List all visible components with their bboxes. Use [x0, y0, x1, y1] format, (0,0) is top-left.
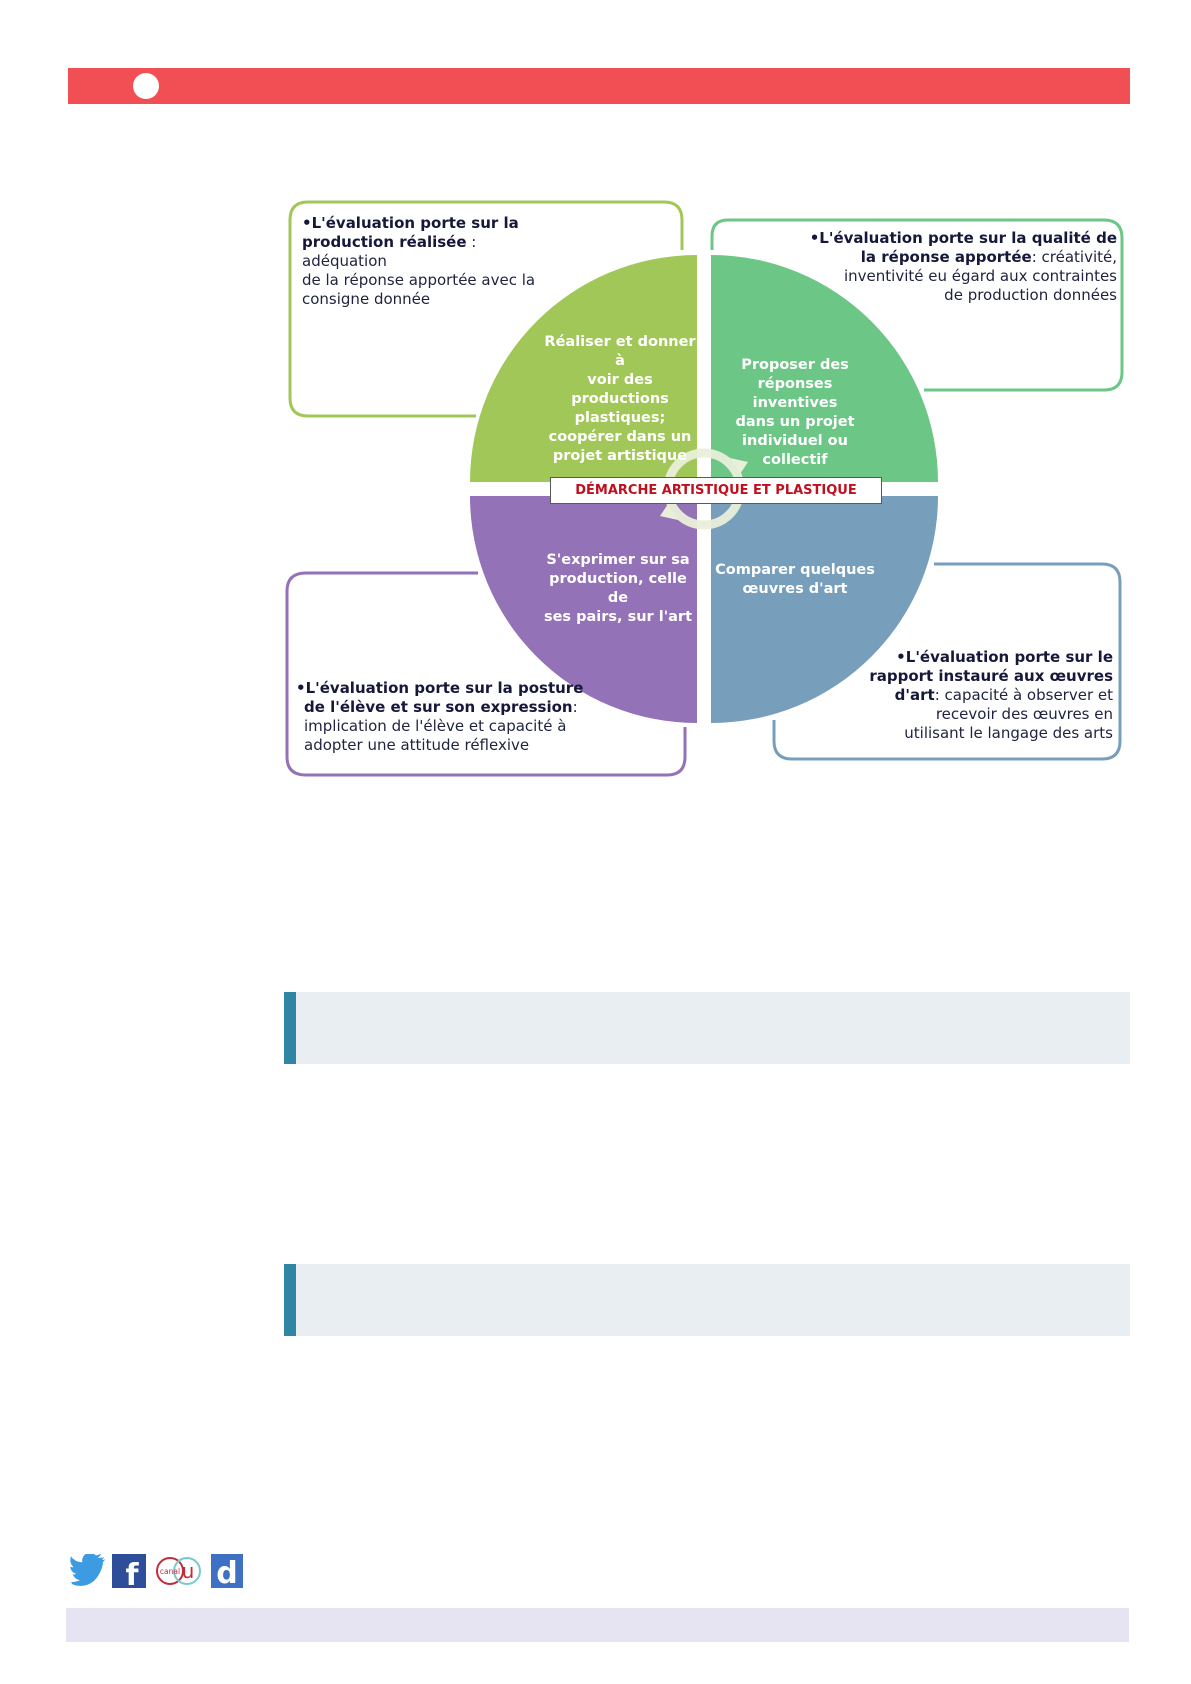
quadrant-line: S'exprimer sur sa	[546, 552, 690, 568]
note-text: de production données	[944, 286, 1117, 304]
note-text: utilisant le langage des arts	[904, 724, 1113, 742]
note-bold: d'art	[894, 686, 935, 704]
note-bottom-left: •L'évaluation porte sur la posture de l'…	[296, 679, 596, 755]
quadrant-line: Réaliser et donner à	[544, 334, 696, 369]
note-top-right: •L'évaluation porte sur la qualité de la…	[760, 229, 1117, 305]
note-text: inventivité eu égard aux contraintes	[843, 267, 1117, 285]
dailymotion-letter: d	[216, 1556, 237, 1588]
quadrant-line: Proposer des	[741, 357, 849, 373]
note-text: de la réponse apportée avec la	[302, 271, 536, 289]
center-title: DÉMARCHE ARTISTIQUE ET PLASTIQUE	[575, 483, 857, 498]
quadrant-line: projet artistique	[552, 448, 688, 464]
note-text: :	[572, 698, 578, 716]
quadrant-line: production, celle de	[549, 571, 687, 606]
quadrant-line: dans un projet	[735, 414, 855, 430]
twitter-icon[interactable]	[68, 1552, 106, 1590]
note-bold: la réponse apportée	[860, 248, 1032, 266]
facebook-letter: f	[125, 1558, 139, 1588]
quadrant-line: réponses inventives	[752, 376, 838, 411]
facebook-icon[interactable]: f	[112, 1554, 146, 1593]
canal-u-icon[interactable]: canal u	[154, 1554, 204, 1590]
note-bold: •L'évaluation porte sur la qualité de	[809, 229, 1117, 247]
note-bottom-right: •L'évaluation porte sur le rapport insta…	[860, 648, 1113, 743]
quadrant-label-bottom-left: S'exprimer sur sa production, celle de s…	[538, 551, 698, 627]
cycle-arrow-top	[730, 458, 748, 474]
diagram-graphics	[285, 200, 1124, 777]
quadrant-line: plastiques;	[574, 410, 666, 426]
canal-text: canal	[160, 1567, 180, 1576]
quadrant-line: collectif	[762, 452, 828, 468]
header-bar	[68, 68, 1130, 104]
canal-u-letter: u	[182, 1559, 195, 1583]
quadrant-line: individuel ou	[742, 433, 848, 449]
note-text: : créativité,	[1031, 248, 1117, 266]
callout-accent	[284, 1264, 296, 1336]
callout-frame-top-left	[288, 200, 684, 418]
dailymotion-icon[interactable]: d	[211, 1554, 243, 1591]
quadrant-line: coopérer dans un	[548, 429, 692, 445]
footer-bar	[66, 1608, 1129, 1642]
callout-accent	[284, 992, 296, 1064]
callout-frame-bottom-left	[285, 571, 687, 777]
quadrant-line: voir des	[587, 372, 653, 388]
note-text: adopter une attitude réflexive	[304, 736, 530, 754]
quadrant-top-left	[470, 255, 697, 482]
note-text: recevoir des œuvres en	[935, 705, 1113, 723]
note-text: implication de l'élève et capacité à	[304, 717, 567, 735]
quadrant-line: ses pairs, sur l'art	[543, 609, 693, 625]
quadrant-label-top-right: Proposer des réponses inventives dans un…	[715, 356, 875, 470]
note-bold: production réalisée	[302, 233, 467, 251]
callout-frame-bottom-right	[772, 562, 1122, 761]
header-dot	[133, 73, 159, 99]
callout-block-1	[284, 992, 1130, 1064]
note-text: consigne donnée	[302, 290, 431, 308]
quadrant-line: productions	[571, 391, 669, 407]
quadrant-bottom-right	[711, 496, 938, 723]
note-text: : capacité à observer et	[934, 686, 1113, 704]
quadrant-top-right	[711, 255, 938, 482]
callout-frame-top-right	[710, 218, 1124, 392]
note-bold: de l'élève et sur son expression	[304, 698, 573, 716]
cycle-arrow-bottom	[660, 504, 678, 520]
quadrant-line: Comparer quelques	[715, 562, 875, 578]
demarche-diagram: Réaliser et donner à voir des production…	[285, 200, 1124, 777]
quadrant-bottom-left	[470, 496, 697, 723]
note-bold: rapport instauré aux œuvres	[869, 667, 1113, 685]
note-top-left: •L'évaluation porte sur la production ré…	[302, 214, 562, 309]
quadrant-label-top-left: Réaliser et donner à voir des production…	[540, 333, 700, 466]
note-bold: •L'évaluation porte sur le	[896, 648, 1113, 666]
note-bold: •L'évaluation porte sur la	[302, 214, 519, 232]
quadrant-line: œuvres d'art	[742, 581, 848, 597]
note-text: : adéquation	[302, 233, 477, 270]
note-bold: •L'évaluation porte sur la posture	[296, 679, 584, 697]
callout-block-2	[284, 1264, 1130, 1336]
center-title-banner: DÉMARCHE ARTISTIQUE ET PLASTIQUE	[550, 477, 882, 504]
quadrant-label-bottom-right: Comparer quelques œuvres d'art	[715, 561, 875, 599]
